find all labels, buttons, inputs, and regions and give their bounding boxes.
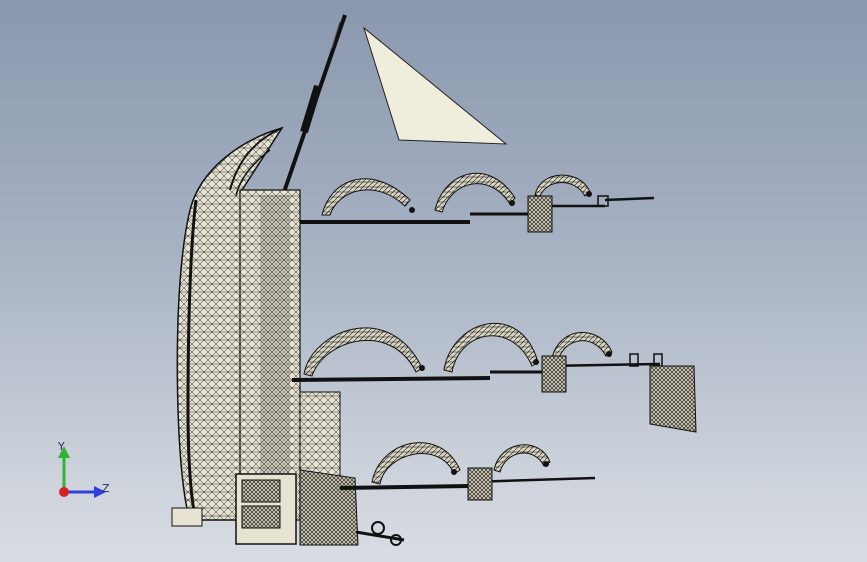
oar-level-top xyxy=(300,172,655,233)
bottom-gear xyxy=(355,521,405,546)
hull xyxy=(171,126,359,546)
x-axis-dot xyxy=(59,487,69,497)
oar-level-middle xyxy=(291,322,697,433)
triangular-sail xyxy=(363,26,508,145)
z-axis-label: Z xyxy=(102,482,110,495)
y-axis-label: Y xyxy=(58,440,65,453)
mast xyxy=(281,14,347,196)
coordinate-triad: Y Z xyxy=(50,440,120,510)
oar-level-bottom xyxy=(339,442,596,546)
